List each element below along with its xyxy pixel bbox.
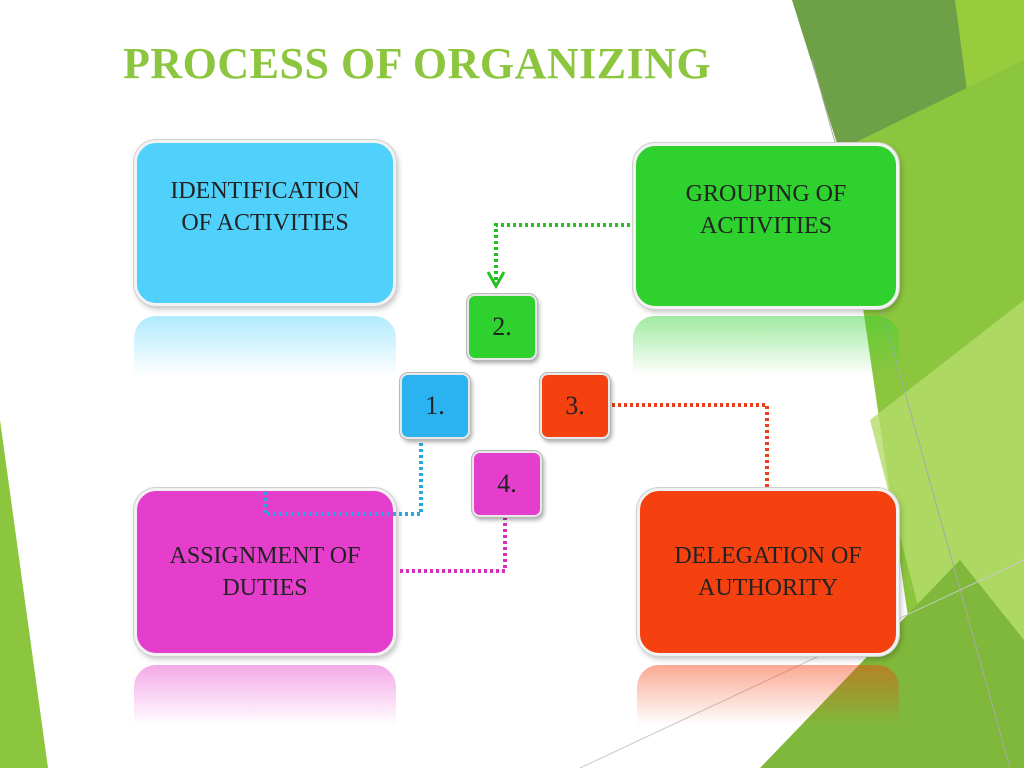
identification-of-activities-box: IDENTIFICATION OF ACTIVITIES [134,140,396,306]
assignment-of-duties-box: ASSIGNMENT OF DUTIES [134,488,396,656]
grouping-of-activities-box: GROUPING OF ACTIVITIES [633,143,899,309]
bottom-green-wedge [760,560,1024,768]
step-2-tile: 2. [467,294,537,360]
delegation-label: DELEGATION OF AUTHORITY [674,543,862,601]
grouping-reflection [633,316,899,376]
page-title: PROCESS OF ORGANIZING [123,39,712,88]
identification-reflection [134,316,396,376]
grouping-label: GROUPING OF ACTIVITIES [685,181,847,239]
step-1-tile: 1. [400,373,470,439]
left-green-stripe [0,420,48,768]
delegation-of-authority-box: DELEGATION OF AUTHORITY [637,488,899,656]
delegation-reflection [637,665,899,725]
identification-label: IDENTIFICATION OF ACTIVITIES [170,178,360,236]
step-3-tile: 3. [540,373,610,439]
assignment-reflection [134,665,396,725]
thin-diagonal-line-2 [579,559,1024,768]
step-4-tile: 4. [472,451,542,517]
assignment-label: ASSIGNMENT OF DUTIES [169,543,361,601]
